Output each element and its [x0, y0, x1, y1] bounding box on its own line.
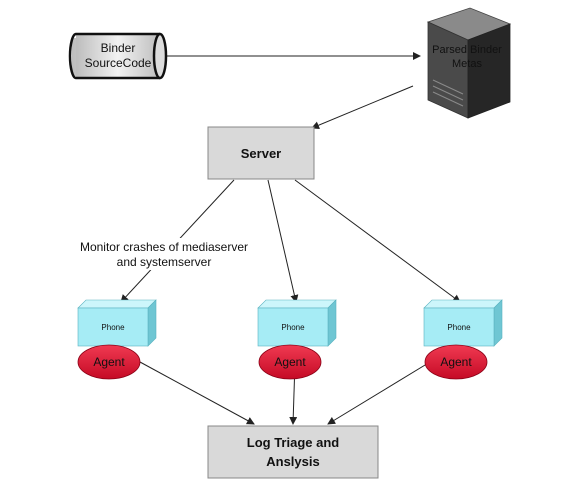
arrow-metas-to-server — [311, 85, 414, 130]
agent-label: Agent — [274, 355, 306, 369]
log-triage-box — [207, 425, 379, 479]
annotation-line2: and systemserver — [117, 255, 212, 269]
phone-top-face — [77, 299, 157, 309]
phone-label: Phone — [101, 323, 125, 332]
server-tower-side — [467, 23, 511, 119]
server-box — [207, 126, 315, 180]
source-code-cylinder-left-cap — [68, 32, 77, 80]
agent-label: Agent — [93, 355, 125, 369]
source-code-cylinder-right-cap — [152, 32, 168, 80]
arrow-server-to-phone-2 — [267, 179, 299, 303]
log-triage-node: Log Triage and Anslysis — [207, 425, 379, 479]
agent-ellipse — [258, 344, 322, 380]
binder-source-code-node: Binder SourceCode — [68, 32, 168, 80]
parsed-binder-metas-node: Parsed Binder Metas — [426, 7, 512, 119]
log-triage-label-line2: Anslysis — [266, 454, 319, 469]
agent-ellipse — [77, 344, 141, 380]
phone-front-face — [77, 307, 149, 347]
source-code-label-line2: SourceCode — [85, 56, 152, 70]
arrow-agent-3-to-log — [327, 361, 431, 425]
parsed-metas-label-line2: Metas — [452, 58, 482, 70]
phone-top-face — [423, 299, 503, 309]
server-label: Server — [241, 146, 281, 161]
log-triage-label-line1: Log Triage and — [247, 435, 340, 450]
parsed-metas-label-line1: Parsed Binder — [432, 44, 502, 56]
phone-label: Phone — [447, 323, 471, 332]
phone-front-face — [423, 307, 495, 347]
server-node: Server — [207, 126, 315, 180]
annotation-line1: Monitor crashes of mediaserver — [80, 240, 248, 254]
arrow-agent-1-to-log — [139, 361, 255, 425]
arrow-server-to-phone-3 — [294, 179, 461, 303]
phone-front-face — [257, 307, 329, 347]
phone-label: Phone — [281, 323, 305, 332]
phone-side-face — [493, 299, 503, 347]
agent-label: Agent — [440, 355, 472, 369]
phone-top-face — [257, 299, 337, 309]
phone-side-face — [147, 299, 157, 347]
source-code-cylinder-rect — [76, 34, 160, 78]
agent-ellipse — [424, 344, 488, 380]
monitor-annotation: Monitor crashes of mediaserver and syste… — [66, 238, 262, 270]
phone-side-face — [327, 299, 337, 347]
source-code-label-line1: Binder — [101, 41, 136, 55]
